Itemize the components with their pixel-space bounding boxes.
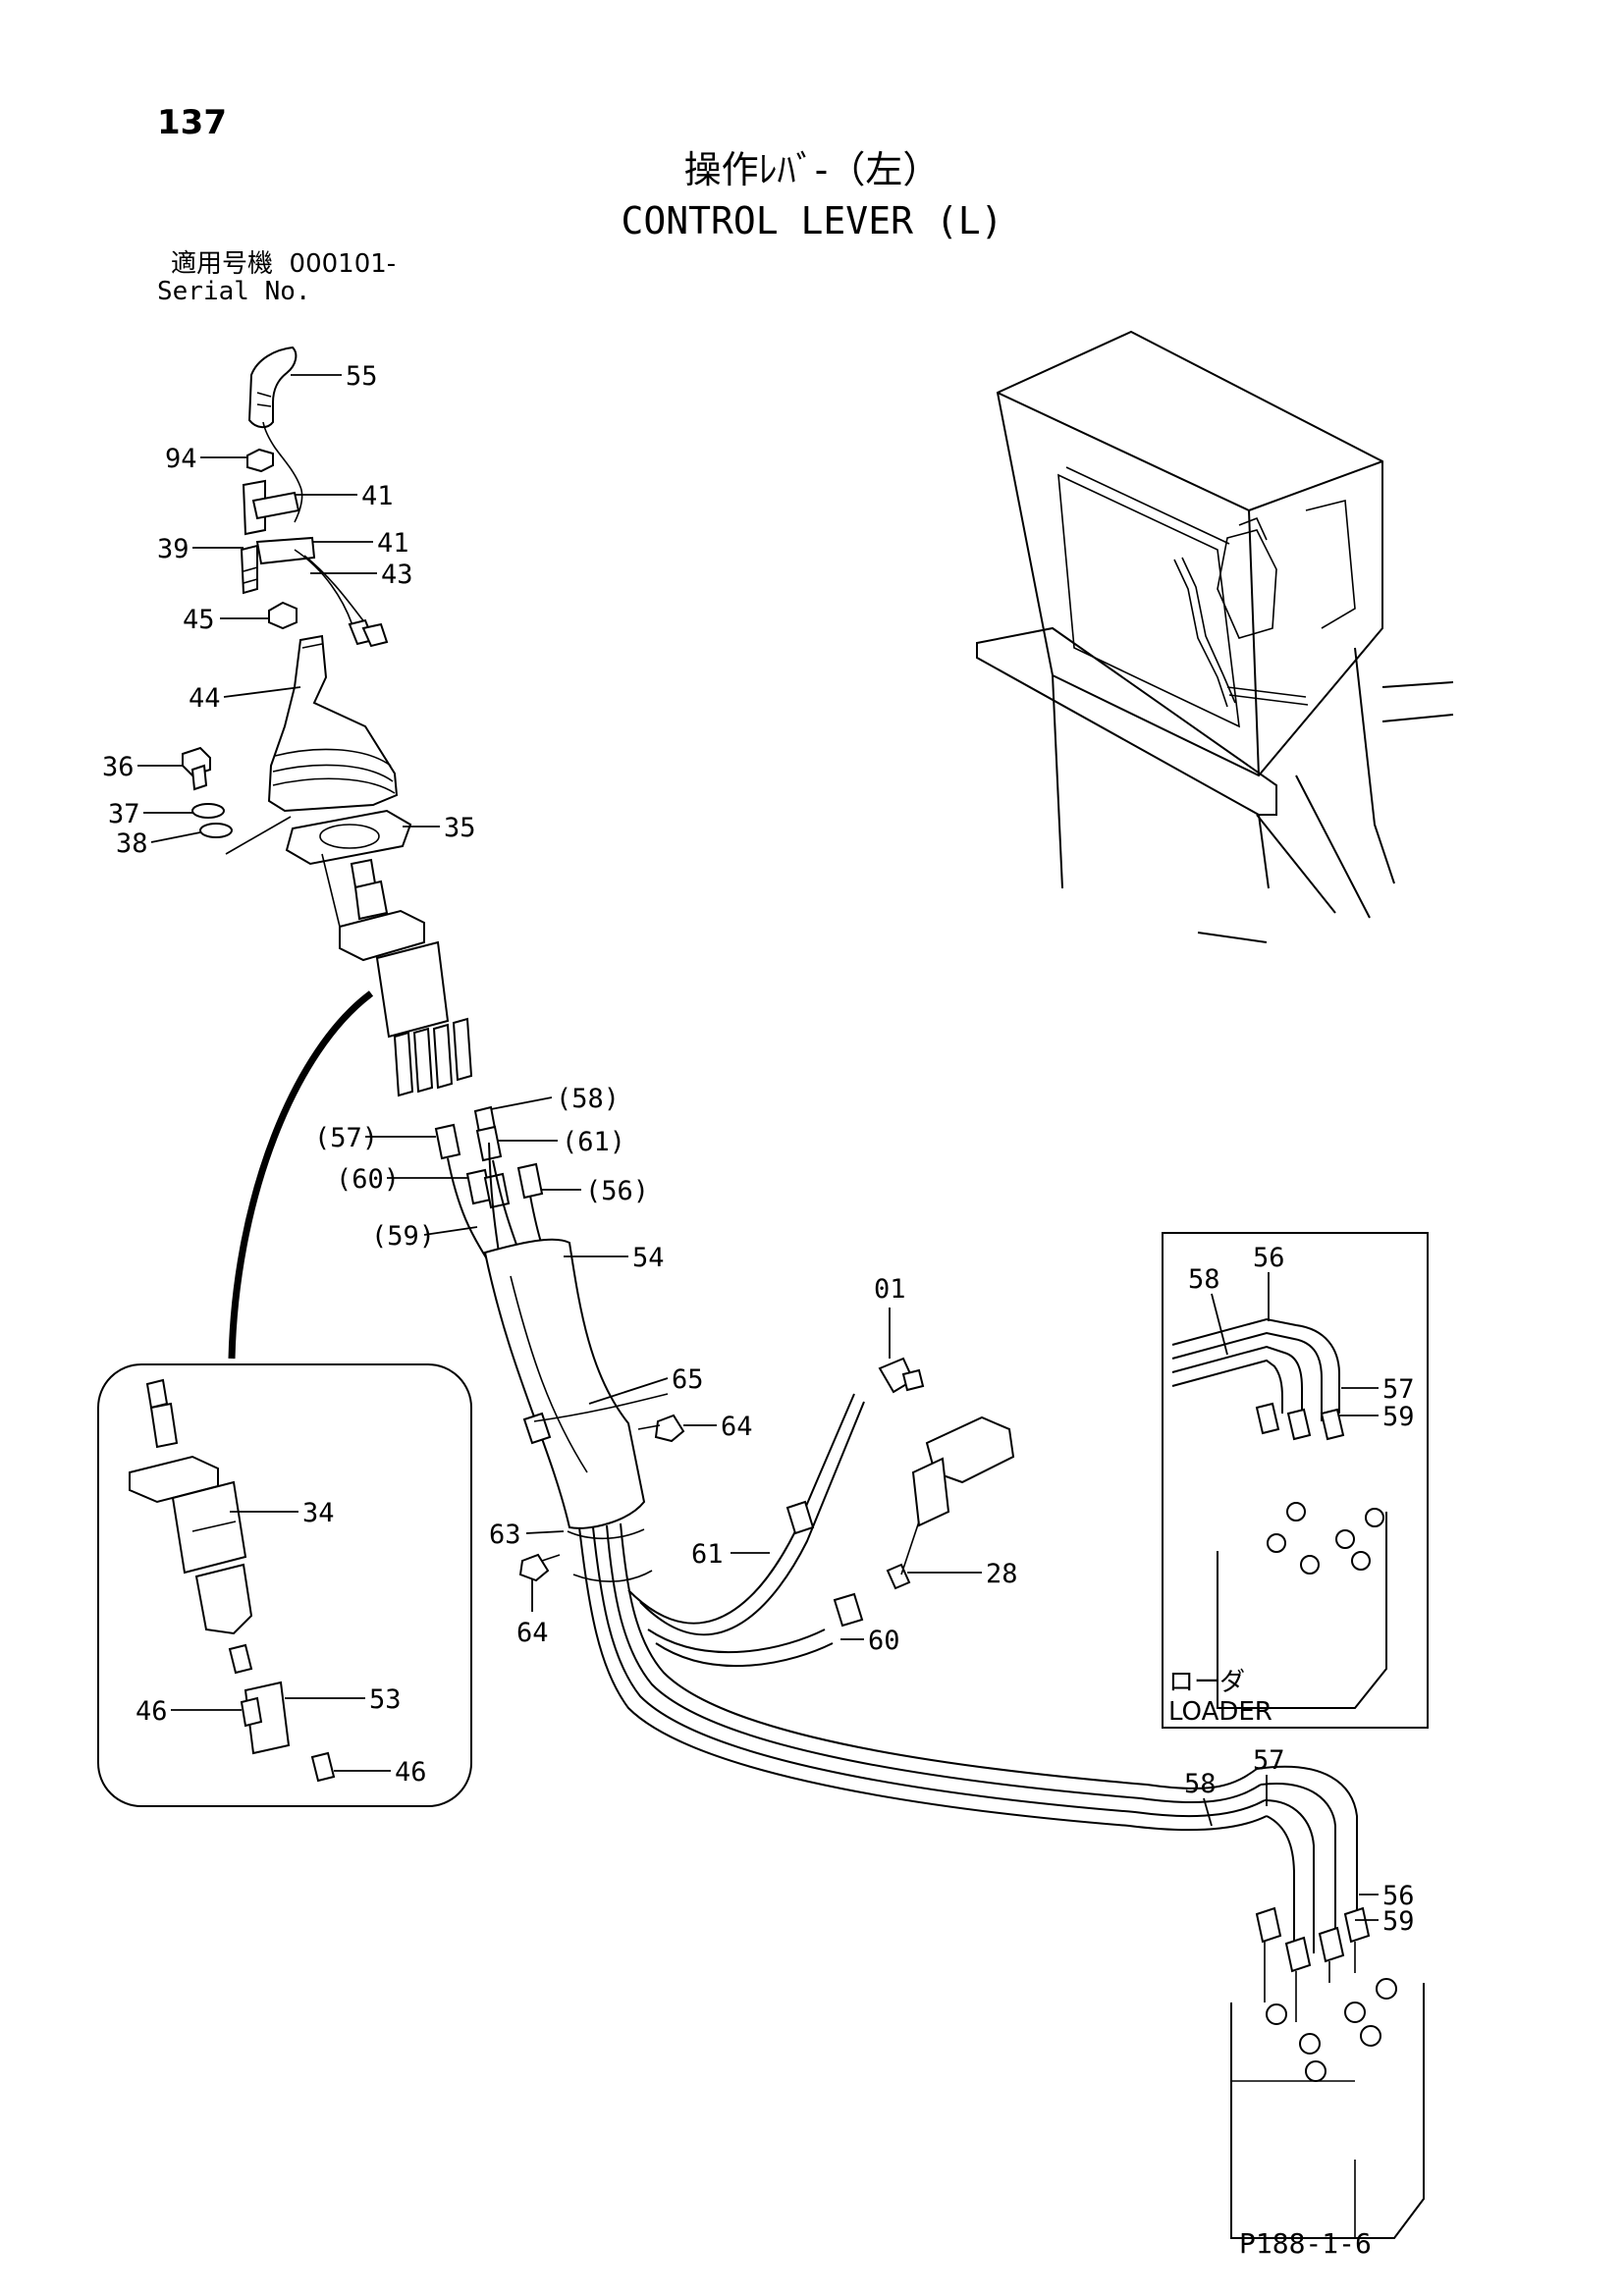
callout-55: 55 <box>346 361 378 392</box>
inset-callout-59: 59 <box>1382 1402 1415 1432</box>
callout-60-hose: 60 <box>868 1626 900 1656</box>
block-callout-58: 58 <box>1184 1769 1217 1799</box>
callout-46-right: 46 <box>395 1757 427 1788</box>
callout-60: (60) <box>336 1164 400 1195</box>
loader-label-ja: ローダ <box>1168 1668 1245 1697</box>
block-callout-56: 56 <box>1382 1881 1415 1911</box>
block-callout-57: 57 <box>1253 1745 1285 1776</box>
callout-34: 34 <box>302 1498 335 1528</box>
loader-label-en: LOADER <box>1168 1697 1272 1727</box>
callout-41-lower: 41 <box>377 528 409 559</box>
callout-57: (57) <box>314 1123 378 1153</box>
control-valve-block <box>1230 1906 1425 2239</box>
callout-64-upper: 64 <box>721 1412 753 1442</box>
callout-59: (59) <box>371 1221 435 1252</box>
serial-label-japanese: 適用号機 000101- <box>171 251 396 277</box>
pilot-valve <box>321 853 473 1097</box>
callout-65: 65 <box>672 1364 704 1395</box>
callout-94: 94 <box>165 444 197 474</box>
lever-grip <box>240 346 389 648</box>
callout-01: 01 <box>874 1274 906 1305</box>
machine-cab-illustration <box>976 330 1454 943</box>
valve-detail-inset <box>97 1363 472 1807</box>
callout-28: 28 <box>986 1559 1018 1589</box>
block-callout-59: 59 <box>1382 1906 1415 1937</box>
callout-61-hose: 61 <box>691 1539 724 1570</box>
callout-37: 37 <box>108 799 140 829</box>
callout-46-left: 46 <box>135 1696 168 1727</box>
callout-labels: 55 94 41 39 41 43 45 44 36 37 38 35 (58)… <box>102 361 1415 1937</box>
detail-leader-curve <box>228 990 374 1360</box>
page-number: 137 <box>157 103 227 142</box>
callout-41-upper: 41 <box>361 481 394 511</box>
callout-39: 39 <box>157 534 189 564</box>
serial-value: 000101- <box>289 249 397 279</box>
inset-callout-56: 56 <box>1253 1243 1285 1273</box>
callout-63: 63 <box>489 1520 521 1550</box>
inset-callout-57: 57 <box>1382 1374 1415 1405</box>
serial-label-ja-text: 適用号機 <box>171 249 274 279</box>
rubber-boot <box>267 634 399 813</box>
callout-61: (61) <box>562 1127 625 1157</box>
solenoid-valve-assembly <box>627 1357 1015 1668</box>
callout-54: 54 <box>632 1243 665 1273</box>
title-english: CONTROL LEVER (L) <box>621 199 1003 242</box>
callout-38: 38 <box>116 828 148 859</box>
hose-bundle <box>447 1142 1358 1953</box>
title-japanese: 操作ﾚﾊﾞ-（左） <box>683 148 941 191</box>
serial-label-english: Serial No. <box>157 277 311 306</box>
callout-43: 43 <box>381 560 413 590</box>
callout-35: 35 <box>444 813 476 843</box>
gasket <box>285 809 412 866</box>
callout-56: (56) <box>585 1176 649 1206</box>
callout-45: 45 <box>183 605 215 635</box>
bolt-and-washers <box>182 746 292 855</box>
drawing-reference: P188-1-6 <box>1239 2227 1372 2260</box>
callout-58: (58) <box>556 1084 620 1114</box>
callout-36: 36 <box>102 752 135 782</box>
loader-inset: ローダ LOADER <box>1162 1232 1429 1729</box>
hose-fittings <box>434 1105 544 1209</box>
callout-64-lower: 64 <box>516 1618 549 1648</box>
inset-callout-58: 58 <box>1188 1264 1220 1295</box>
callout-44: 44 <box>189 683 221 714</box>
callout-53: 53 <box>369 1684 402 1715</box>
